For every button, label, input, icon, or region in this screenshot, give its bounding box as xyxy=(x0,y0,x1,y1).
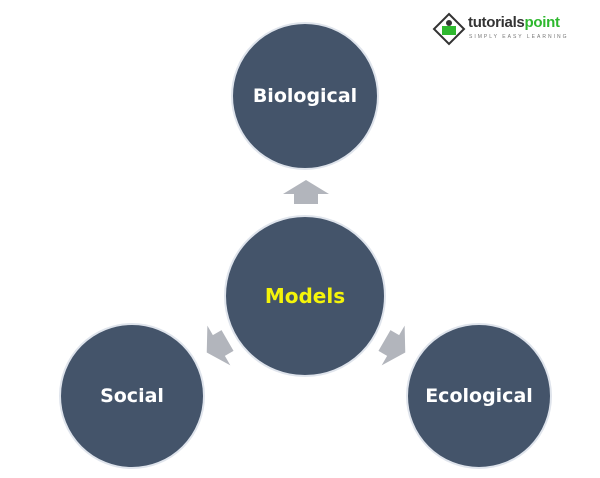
node-models: Models xyxy=(224,215,386,377)
node-ecological: Ecological xyxy=(406,323,552,469)
logo-wordmark: tutorialspoint xyxy=(468,14,560,31)
arrow-down-left-icon xyxy=(206,325,234,366)
tutorialspoint-logo: tutorialspoint SIMPLY EASY LEARNING xyxy=(432,12,582,48)
logo-tagline: SIMPLY EASY LEARNING xyxy=(469,34,569,40)
arrow-down-right-icon xyxy=(378,325,406,366)
node-biological: Biological xyxy=(231,22,379,170)
node-label-social: Social xyxy=(100,385,164,407)
node-label-models: Models xyxy=(265,284,345,308)
node-social: Social xyxy=(59,323,205,469)
node-label-ecological: Ecological xyxy=(425,385,533,407)
logo-diamond-icon xyxy=(432,12,466,46)
arrow-up-icon xyxy=(283,180,329,204)
node-label-biological: Biological xyxy=(253,85,357,107)
